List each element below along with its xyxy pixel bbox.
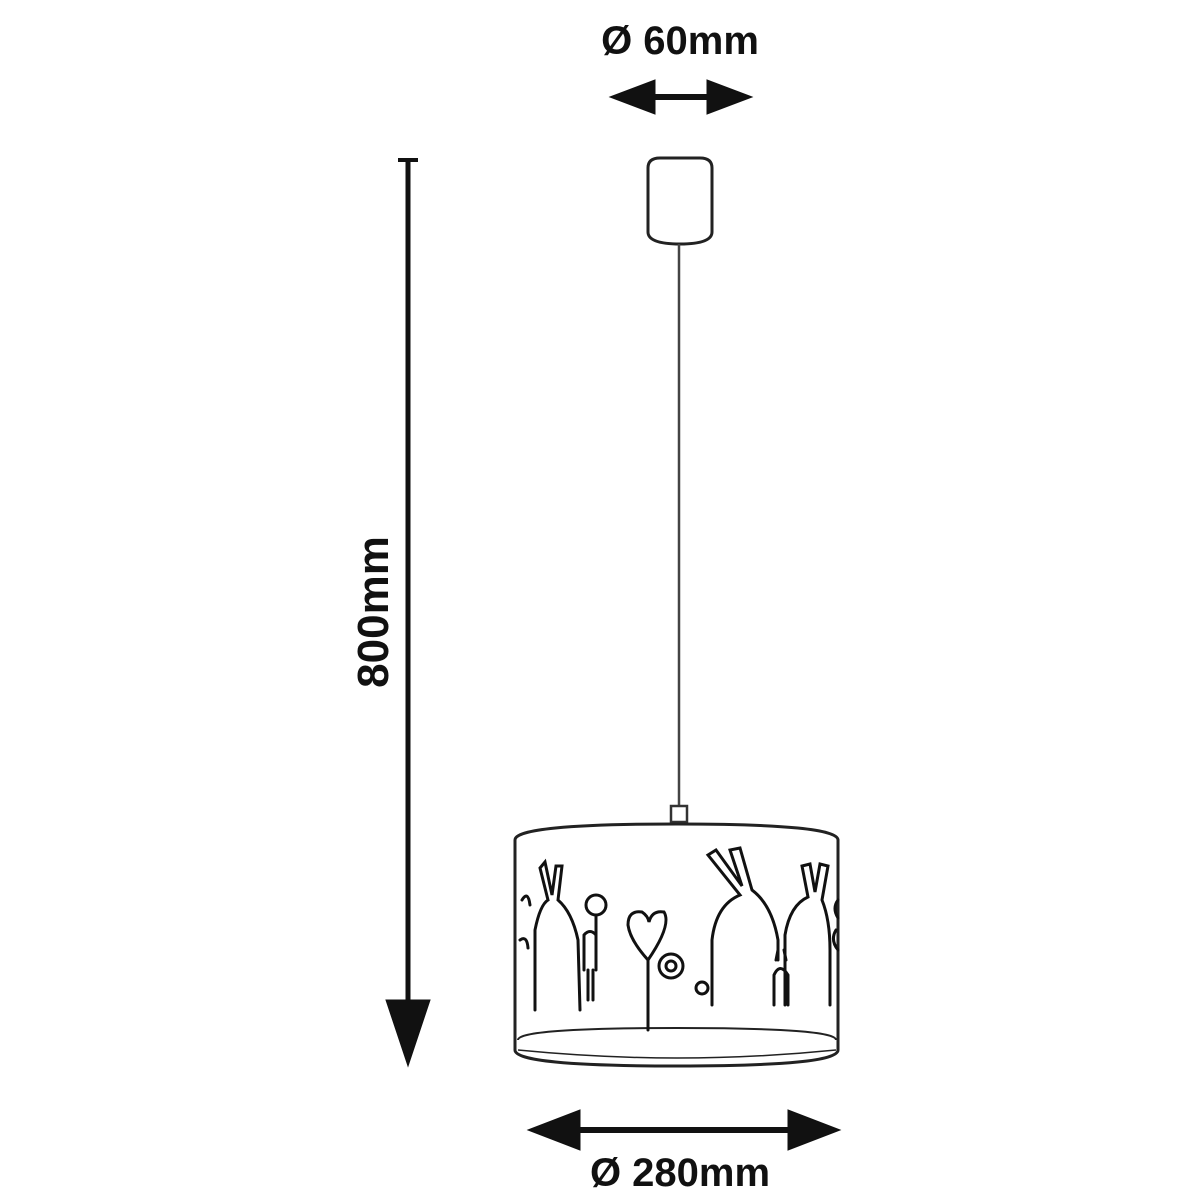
shade-diameter-label: Ø 280mm bbox=[590, 1151, 770, 1195]
shade-bunny-illustrations bbox=[518, 846, 840, 1032]
height-arrow bbox=[385, 158, 431, 1068]
height-label: 800mm bbox=[349, 536, 398, 688]
cord-connector bbox=[669, 804, 689, 824]
canopy-width-arrow bbox=[608, 79, 754, 115]
shade-width-arrow bbox=[526, 1109, 842, 1151]
canopy-diameter-label: Ø 60mm bbox=[601, 19, 759, 63]
lamp-shade bbox=[513, 822, 840, 1068]
ceiling-canopy bbox=[646, 156, 714, 246]
